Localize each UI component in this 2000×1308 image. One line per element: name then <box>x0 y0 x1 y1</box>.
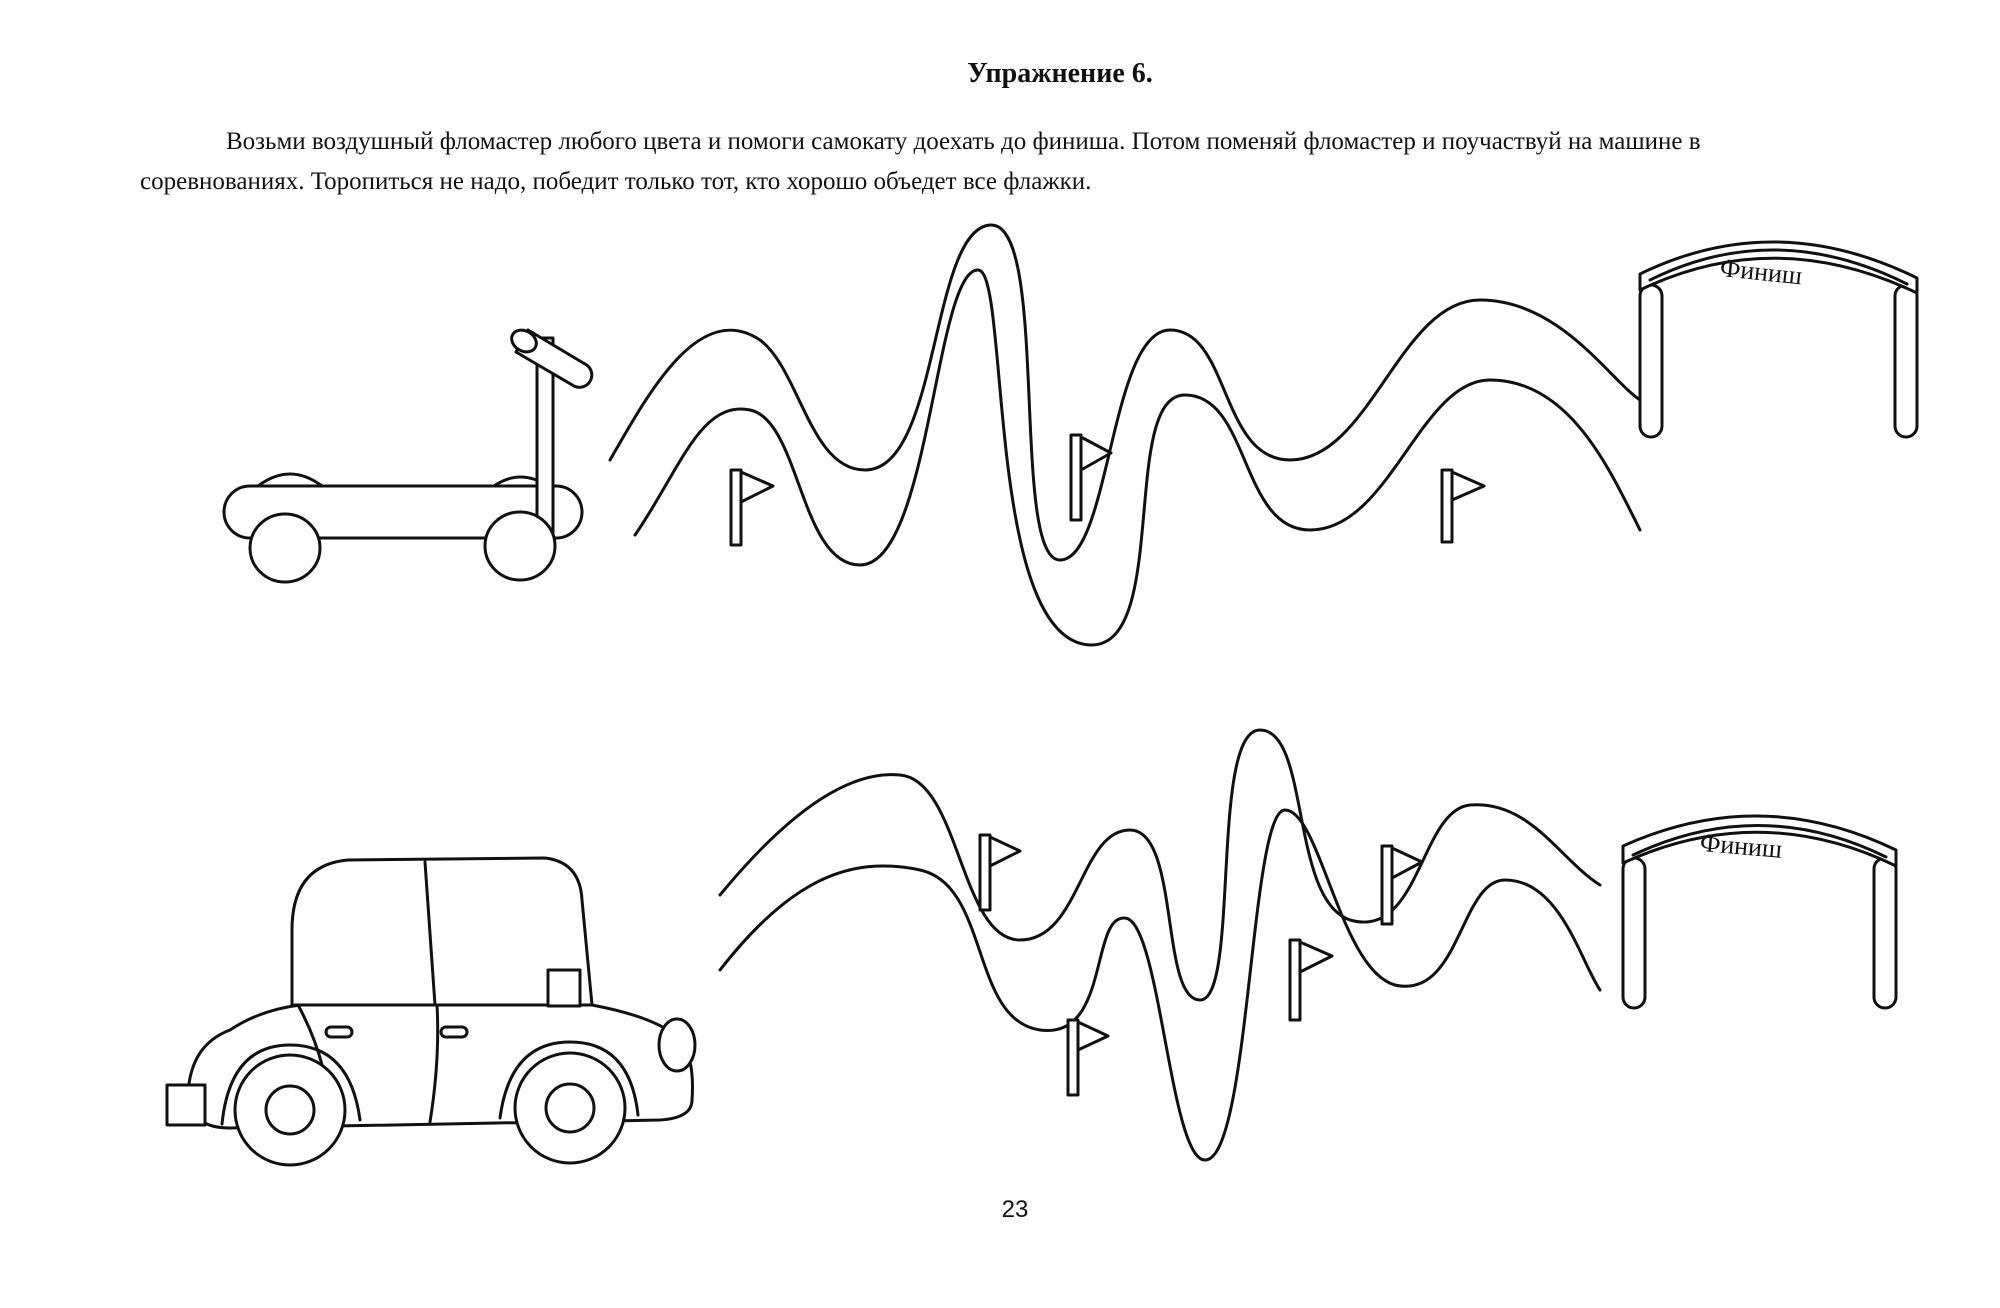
finish-label: Финиш <box>1699 828 1784 864</box>
exercise-title: Упражнение 6. <box>967 58 1153 89</box>
finish-gate: Финиш <box>1621 814 1898 1010</box>
track-1 <box>608 223 1642 647</box>
flag-icon <box>1380 844 1424 926</box>
flag-icon <box>1066 1018 1110 1097</box>
flag-icon <box>978 833 1022 912</box>
car-icon <box>165 856 697 1167</box>
page-number: 23 <box>1001 1196 1029 1223</box>
track-2 <box>718 728 1602 1162</box>
flag-icon <box>729 468 775 547</box>
flag-icon <box>1288 938 1334 1022</box>
scooter-icon <box>222 328 594 584</box>
exercise-instruction: Возьми воздушный фломастер любого цвета … <box>140 128 1701 195</box>
flag-icon <box>1069 433 1113 522</box>
finish-gate: Финиш <box>1638 240 1919 439</box>
flag-icon <box>1440 468 1486 544</box>
